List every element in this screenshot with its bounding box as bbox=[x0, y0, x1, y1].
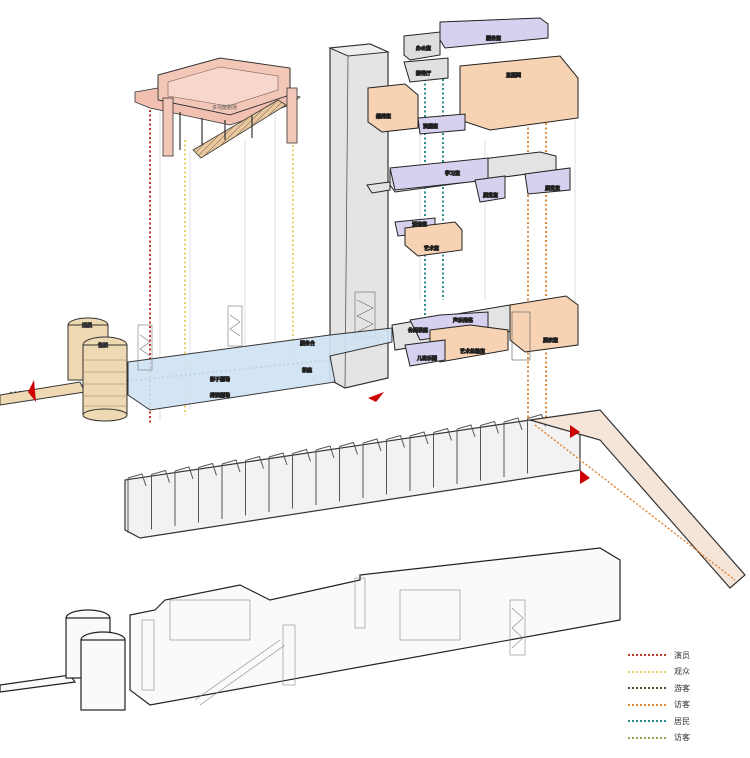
label-art-room: 艺术室 bbox=[424, 245, 439, 252]
label-mid-left: 休闲茶座 bbox=[408, 327, 428, 334]
dotted-line-icon bbox=[628, 736, 666, 739]
label-mid-right: 展示室 bbox=[543, 337, 558, 344]
frame-rib bbox=[386, 434, 405, 495]
label-tower-top: 观展 bbox=[82, 323, 92, 329]
label-activity-1: 展览室 bbox=[483, 192, 498, 199]
entrance-marker-icon bbox=[580, 470, 590, 484]
legend: 演员 观众 游客 访客 居民 访客 bbox=[628, 647, 738, 746]
frame-rib bbox=[362, 438, 382, 498]
frame-rib bbox=[151, 469, 170, 530]
label-office: 办公室 bbox=[416, 45, 431, 52]
frame-rib bbox=[174, 466, 194, 526]
legend-label: 访客 bbox=[674, 700, 690, 710]
legend-label: 游客 bbox=[674, 683, 690, 693]
middle-floor-stack: 学习室 展览室 展览室 活动室 艺术室 bbox=[366, 151, 571, 257]
legend-label: 访客 bbox=[674, 733, 690, 743]
legend-item: 居民 bbox=[628, 713, 738, 730]
label-blue-c: 影子剧场 bbox=[210, 376, 230, 383]
label-mid-center: 声乐排练 bbox=[453, 317, 473, 324]
label-tower-mid: 售票 bbox=[98, 342, 108, 349]
label-editing: 编排室 bbox=[376, 113, 391, 120]
entrance-marker-icon bbox=[570, 425, 580, 438]
legend-label: 居民 bbox=[674, 716, 690, 726]
frame-rib bbox=[221, 459, 241, 519]
dotted-line-icon bbox=[628, 670, 666, 673]
theatre-volume: 多功能剧场 bbox=[134, 57, 301, 159]
upper-floor-stack: 办公室 剧务室 接待厅 直播间 编排室 演播室 bbox=[367, 17, 579, 135]
label-art-hall: 艺术体验室 bbox=[460, 348, 485, 355]
frame-rib bbox=[198, 462, 217, 523]
spiral-tower: 观展 售票 bbox=[0, 317, 128, 422]
legend-item: 演员 bbox=[628, 647, 738, 664]
frame-rib bbox=[268, 452, 288, 512]
ground-floor-volume: 服务台 茶座 影子剧场 排演剧场 bbox=[127, 305, 393, 411]
frame-rib bbox=[245, 455, 264, 516]
label-broadcast: 直播间 bbox=[506, 72, 521, 79]
label-blue-d: 排演剧场 bbox=[210, 392, 230, 399]
frame-rib bbox=[503, 417, 523, 477]
frame-rib bbox=[292, 448, 311, 509]
dotted-line-icon bbox=[628, 720, 666, 723]
entrance-marker-icon bbox=[368, 392, 384, 402]
dotted-line-icon bbox=[628, 654, 666, 657]
entrance-marker-icon bbox=[28, 380, 36, 402]
label-blue-a: 服务台 bbox=[300, 340, 315, 347]
lower-floor-stack: 休闲茶座 声乐排练 儿童乐园 艺术体验室 展示室 bbox=[391, 295, 579, 367]
label-meeting: 剧务室 bbox=[486, 35, 501, 42]
frame-rib bbox=[456, 424, 476, 484]
structural-frame bbox=[124, 409, 746, 589]
label-studio: 演播室 bbox=[423, 123, 438, 130]
frame-rib bbox=[409, 431, 429, 491]
dotted-line-icon bbox=[628, 687, 666, 690]
legend-item: 访客 bbox=[628, 697, 738, 714]
label-mid-lower: 儿童乐园 bbox=[417, 355, 437, 362]
label-reception: 接待厅 bbox=[416, 70, 431, 77]
dotted-line-icon bbox=[628, 703, 666, 706]
label-study: 学习室 bbox=[445, 170, 460, 177]
label-blue-b: 茶座 bbox=[302, 367, 312, 374]
legend-item: 访客 bbox=[628, 730, 738, 747]
base-building bbox=[0, 547, 621, 711]
legend-label: 演员 bbox=[674, 650, 690, 660]
legend-item: 观众 bbox=[628, 664, 738, 681]
label-theatre: 多功能剧场 bbox=[212, 104, 237, 111]
frame-rib bbox=[433, 427, 452, 488]
legend-item: 游客 bbox=[628, 680, 738, 697]
frame-rib bbox=[339, 441, 358, 502]
frame-rib bbox=[127, 473, 147, 533]
legend-label: 观众 bbox=[674, 667, 690, 677]
label-upper-small: 活动室 bbox=[412, 221, 427, 228]
label-activity-2: 展览室 bbox=[545, 185, 560, 192]
frame-rib bbox=[315, 445, 335, 505]
frame-rib bbox=[480, 420, 499, 481]
